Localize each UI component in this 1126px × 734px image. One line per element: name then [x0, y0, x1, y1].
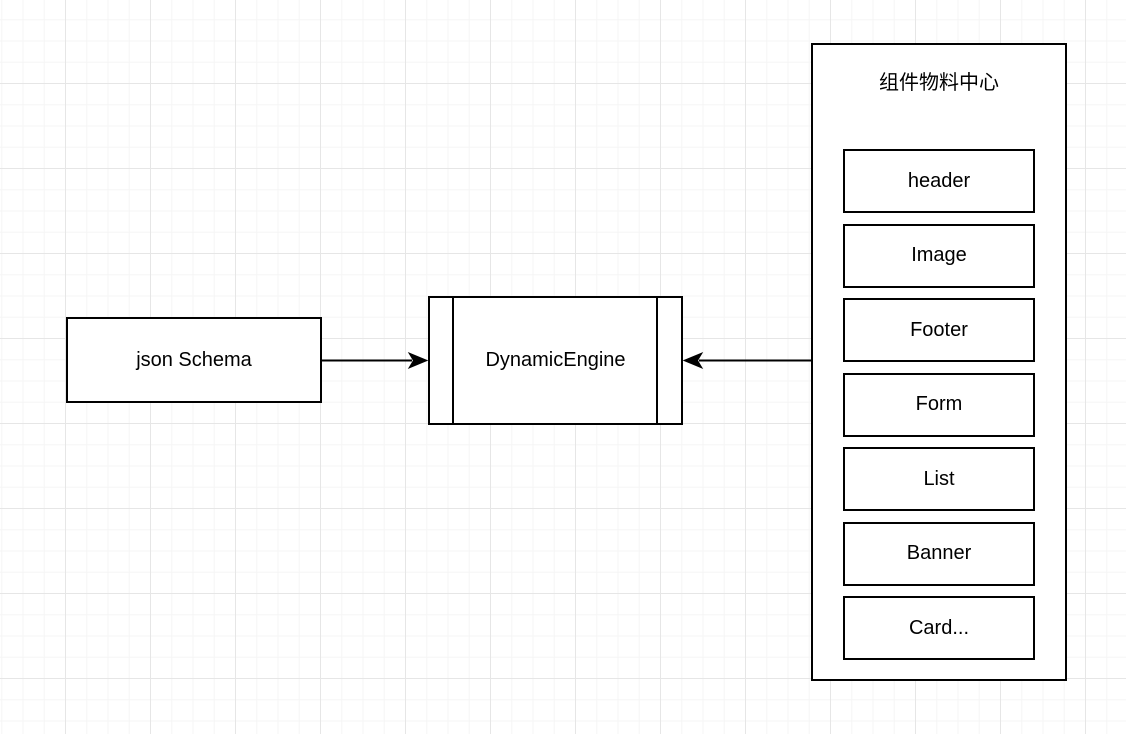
connector-material-to-engine[interactable] — [682, 351, 811, 370]
material-center-title: 组件物料中心 — [879, 72, 999, 94]
component-box-footer[interactable]: Footer — [843, 298, 1035, 362]
component-box-list[interactable]: List — [843, 447, 1035, 511]
node-dynamic-engine-label: DynamicEngine — [485, 349, 626, 371]
material-center-items: header Image Footer Form List Banner Car… — [813, 149, 1065, 660]
component-box-image[interactable]: Image — [843, 223, 1035, 288]
process-strut-left — [452, 298, 454, 423]
node-material-center[interactable]: 组件物料中心 header Image Footer Form List Ban… — [811, 43, 1067, 681]
component-box-card[interactable]: Card... — [843, 596, 1035, 660]
node-dynamic-engine[interactable]: DynamicEngine — [428, 296, 683, 425]
node-json-schema[interactable]: json Schema — [66, 317, 322, 403]
node-json-schema-label: json Schema — [136, 348, 252, 371]
component-box-banner[interactable]: Banner — [843, 521, 1035, 586]
component-box-header[interactable]: header — [843, 149, 1035, 213]
process-strut-right — [656, 298, 658, 423]
component-box-form[interactable]: Form — [843, 372, 1035, 437]
connector-schema-to-engine[interactable] — [322, 351, 429, 370]
